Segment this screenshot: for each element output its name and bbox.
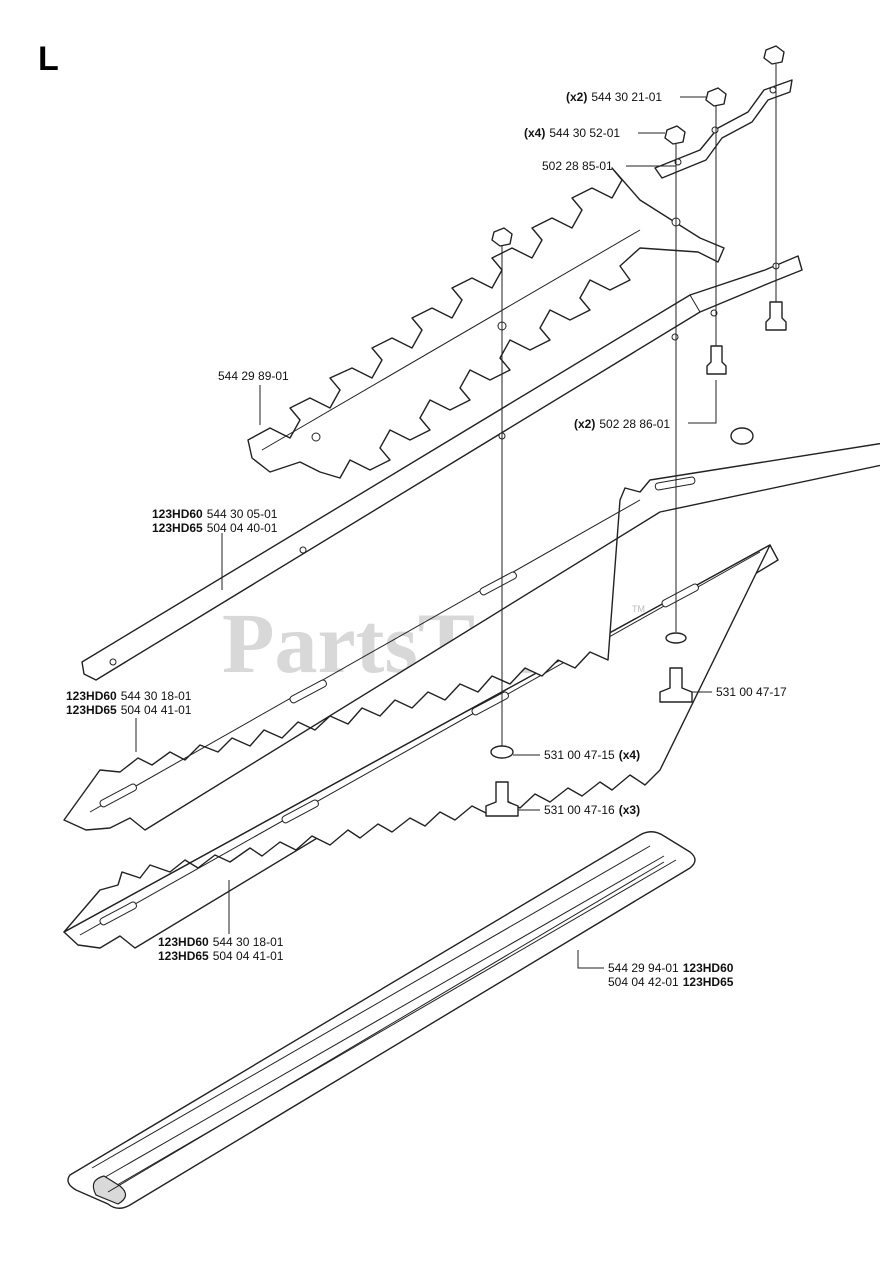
callout-nut-x4: (x4)544 30 52-01 [524, 126, 620, 140]
fasteners [485, 301, 787, 817]
callout-upper-blade: 544 29 89-01 [218, 369, 289, 383]
support-bar [81, 255, 803, 681]
callout-washer-15: 531 00 47-15(x4) [544, 748, 640, 762]
hedge-guard [67, 831, 696, 1209]
callout-screw-16: 531 00 47-16(x3) [544, 803, 640, 817]
callout-screw-x2: (x2)502 28 86-01 [574, 417, 670, 431]
cutter-blade-upper [63, 427, 880, 831]
callout-bracket: 502 28 85-01 [542, 159, 613, 173]
upper-blade [247, 167, 725, 479]
section-letter: L [38, 40, 59, 78]
assembly-axes [501, 64, 777, 746]
lock-nuts [491, 45, 785, 247]
leader-lines [135, 96, 717, 969]
callout-nut-x2: (x2)544 30 21-01 [566, 90, 662, 104]
watermark-tm: TM [632, 604, 645, 614]
bracket [654, 79, 793, 179]
callout-screw-17: 531 00 47-17 [716, 685, 787, 699]
